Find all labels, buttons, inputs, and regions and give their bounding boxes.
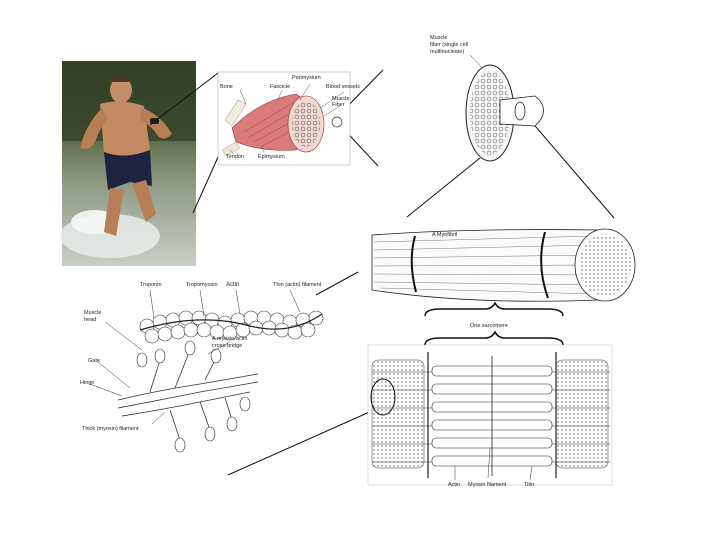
label-fascicle: Fascicle <box>270 84 290 90</box>
label-troponin: Troponin <box>140 282 162 288</box>
sarcomere-brace-top <box>424 301 564 317</box>
label-titin: Titin <box>524 482 534 488</box>
label-muscle-fiber-2: Fiber <box>332 102 345 108</box>
label-sarcomere-actin: Actin <box>448 482 460 488</box>
label-sarcomere: One sarcomere <box>470 323 508 329</box>
label-actin: Actin <box>226 282 239 288</box>
label-blood-vessels: Blood vessels <box>326 84 360 90</box>
muscle-anatomy-panel: Bone Fascicle Perimysium Blood vessels M… <box>217 71 360 166</box>
label-tendon: Tendon <box>226 154 244 160</box>
label-muscle-fiber-1: Muscle <box>332 96 349 102</box>
thin-filament <box>139 310 324 344</box>
label-gate: Gate <box>88 358 100 364</box>
label-myosin-filament: Myosin filament <box>468 482 507 488</box>
label-epimysium: Epimysium <box>258 154 285 160</box>
label-muscle-head-2: head <box>84 317 96 323</box>
label-thick-filament: Thick (myosin) filament <box>82 426 139 432</box>
sarcomere-panel: Actin Myosin filament Titin <box>367 344 613 488</box>
tendon-shape <box>221 141 241 157</box>
label-hinge: Hinge <box>80 380 94 386</box>
label-thin-filament: Thin (actin) filament <box>273 282 322 288</box>
label-perimysium: Perimysium <box>292 75 321 81</box>
label-tropomyosin: Tropomyosin <box>186 282 218 288</box>
label-fiber-2: fiber (single cell <box>430 42 468 48</box>
muscle-fiber-panel: Muscle fiber (single cell multinucleate) <box>430 35 544 162</box>
label-muscle-head-1: Muscle <box>84 310 101 316</box>
label-fiber-1: Muscle <box>430 35 447 41</box>
sarcomere-zoom-circle <box>370 378 396 416</box>
label-cross-bridge-2: cross-bridge <box>212 343 242 349</box>
myofibril-panel: A Myofibril One sarcomere <box>371 228 636 346</box>
label-cross-bridge-1: A myosin/actin <box>212 336 247 342</box>
filament-panel: Troponin Tropomyosin Actin Thin (actin) … <box>80 282 324 453</box>
label-myofibril: A Myofibril <box>432 232 457 238</box>
label-fiber-3: multinucleate) <box>430 49 464 55</box>
sarcomere-brace-bottom <box>424 330 564 346</box>
runner-photo <box>60 61 196 266</box>
thick-filament <box>117 349 259 441</box>
muscle-fiber-zoom-circle <box>331 116 343 128</box>
label-bone: Bone <box>220 84 233 90</box>
